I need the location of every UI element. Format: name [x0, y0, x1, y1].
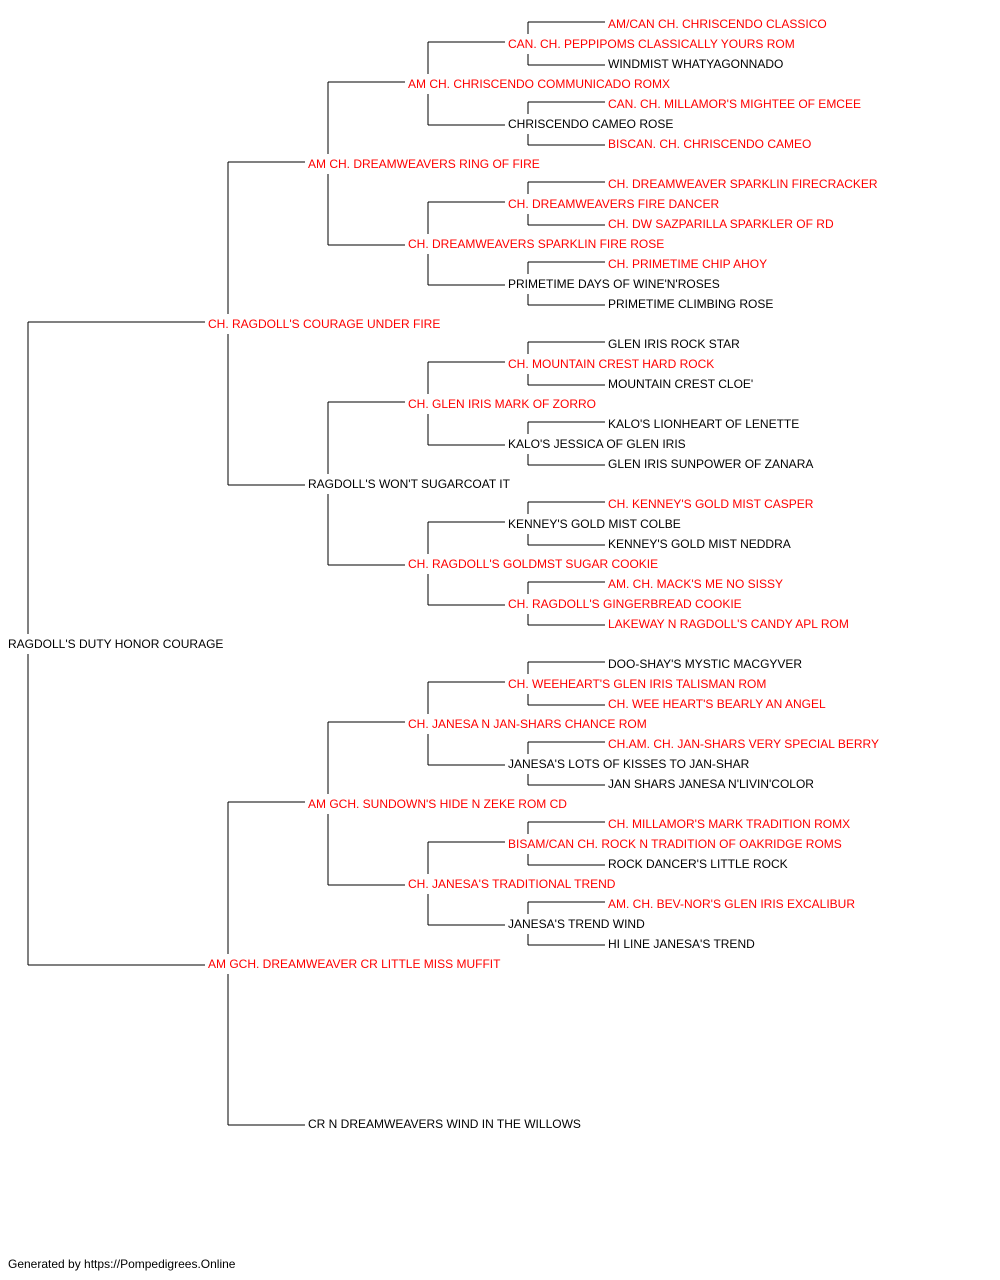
g5-name: LAKEWAY N RAGDOLL'S CANDY APL ROM: [608, 617, 849, 631]
g5-name: GLEN IRIS ROCK STAR: [608, 337, 740, 351]
g5-name: CAN. CH. MILLAMOR'S MIGHTEE OF EMCEE: [608, 97, 861, 111]
sire-sire-name: AM CH. DREAMWEAVERS RING OF FIRE: [308, 157, 540, 171]
g5-name: BISCAN. CH. CHRISCENDO CAMEO: [608, 137, 811, 151]
g4-name: KENNEY'S GOLD MIST COLBE: [508, 517, 681, 531]
g5-name: CH.AM. CH. JAN-SHARS VERY SPECIAL BERRY: [608, 737, 879, 751]
g4-name: CHRISCENDO CAMEO ROSE: [508, 117, 673, 131]
g5-name: ROCK DANCER'S LITTLE ROCK: [608, 857, 788, 871]
g5-name: HI LINE JANESA'S TREND: [608, 937, 755, 951]
g4-name: CH. MOUNTAIN CREST HARD ROCK: [508, 357, 714, 371]
g5-name: KALO'S LIONHEART OF LENETTE: [608, 417, 799, 431]
footer-credit: Generated by https://Pompedigrees.Online: [8, 1257, 236, 1271]
g4-name: BISAM/CAN CH. ROCK N TRADITION OF OAKRID…: [508, 837, 842, 851]
g5-name: DOO-SHAY'S MYSTIC MACGYVER: [608, 657, 802, 671]
g5-name: CH. DREAMWEAVER SPARKLIN FIRECRACKER: [608, 177, 878, 191]
g5-name: MOUNTAIN CREST CLOE': [608, 377, 753, 391]
dam-sire-name: AM GCH. SUNDOWN'S HIDE N ZEKE ROM CD: [308, 797, 567, 811]
g5-name: AM. CH. BEV-NOR'S GLEN IRIS EXCALIBUR: [608, 897, 855, 911]
sire-dam-name: RAGDOLL'S WON'T SUGARCOAT IT: [308, 477, 511, 491]
g5-name: CH. PRIMETIME CHIP AHOY: [608, 257, 767, 271]
g4-name: PRIMETIME DAYS OF WINE'N'ROSES: [508, 277, 720, 291]
g5-name: CH. KENNEY'S GOLD MIST CASPER: [608, 497, 814, 511]
g5-name: PRIMETIME CLIMBING ROSE: [608, 297, 773, 311]
g3-name: CH. DREAMWEAVERS SPARKLIN FIRE ROSE: [408, 237, 664, 251]
g3-name: CH. JANESA'S TRADITIONAL TREND: [408, 877, 616, 891]
g4-name: KALO'S JESSICA OF GLEN IRIS: [508, 437, 686, 451]
g3-name: CH. GLEN IRIS MARK OF ZORRO: [408, 397, 596, 411]
g5-name: CH. WEE HEART'S BEARLY AN ANGEL: [608, 697, 826, 711]
g4-name: CH. WEEHEART'S GLEN IRIS TALISMAN ROM: [508, 677, 766, 691]
g5-name: AM. CH. MACK'S ME NO SISSY: [608, 577, 783, 591]
g5-name: GLEN IRIS SUNPOWER OF ZANARA: [608, 457, 813, 471]
g4-name: CH. RAGDOLL'S GINGERBREAD COOKIE: [508, 597, 742, 611]
sire-name: CH. RAGDOLL'S COURAGE UNDER FIRE: [208, 317, 440, 331]
g3-name: CH. JANESA N JAN-SHARS CHANCE ROM: [408, 717, 647, 731]
g3-name: CH. RAGDOLL'S GOLDMST SUGAR COOKIE: [408, 557, 658, 571]
g3-name: AM CH. CHRISCENDO COMMUNICADO ROMX: [408, 77, 670, 91]
g5-name: WINDMIST WHATYAGONNADO: [608, 57, 783, 71]
g4-name: CH. DREAMWEAVERS FIRE DANCER: [508, 197, 719, 211]
g5-name: KENNEY'S GOLD MIST NEDDRA: [608, 537, 791, 551]
g5-name: CH. DW SAZPARILLA SPARKLER OF RD: [608, 217, 834, 231]
g4-name: CAN. CH. PEPPIPOMS CLASSICALLY YOURS ROM: [508, 37, 795, 51]
cat-names: RAGDOLL'S DUTY HONOR COURAGE CH. RAGDOLL…: [8, 17, 879, 1131]
g5-name: CH. MILLAMOR'S MARK TRADITION ROMX: [608, 817, 850, 831]
dam-name: AM GCH. DREAMWEAVER CR LITTLE MISS MUFFI…: [208, 957, 501, 971]
dam-dam-name: CR N DREAMWEAVERS WIND IN THE WILLOWS: [308, 1117, 581, 1131]
g5-name: AM/CAN CH. CHRISCENDO CLASSICO: [608, 17, 827, 31]
connector-lines: [27, 21, 605, 1126]
g4-name: JANESA'S TREND WIND: [508, 917, 645, 931]
g4-name: JANESA'S LOTS OF KISSES TO JAN-SHAR: [508, 757, 750, 771]
g5-name: JAN SHARS JANESA N'LIVIN'COLOR: [608, 777, 814, 791]
subject-name: RAGDOLL'S DUTY HONOR COURAGE: [8, 637, 223, 651]
